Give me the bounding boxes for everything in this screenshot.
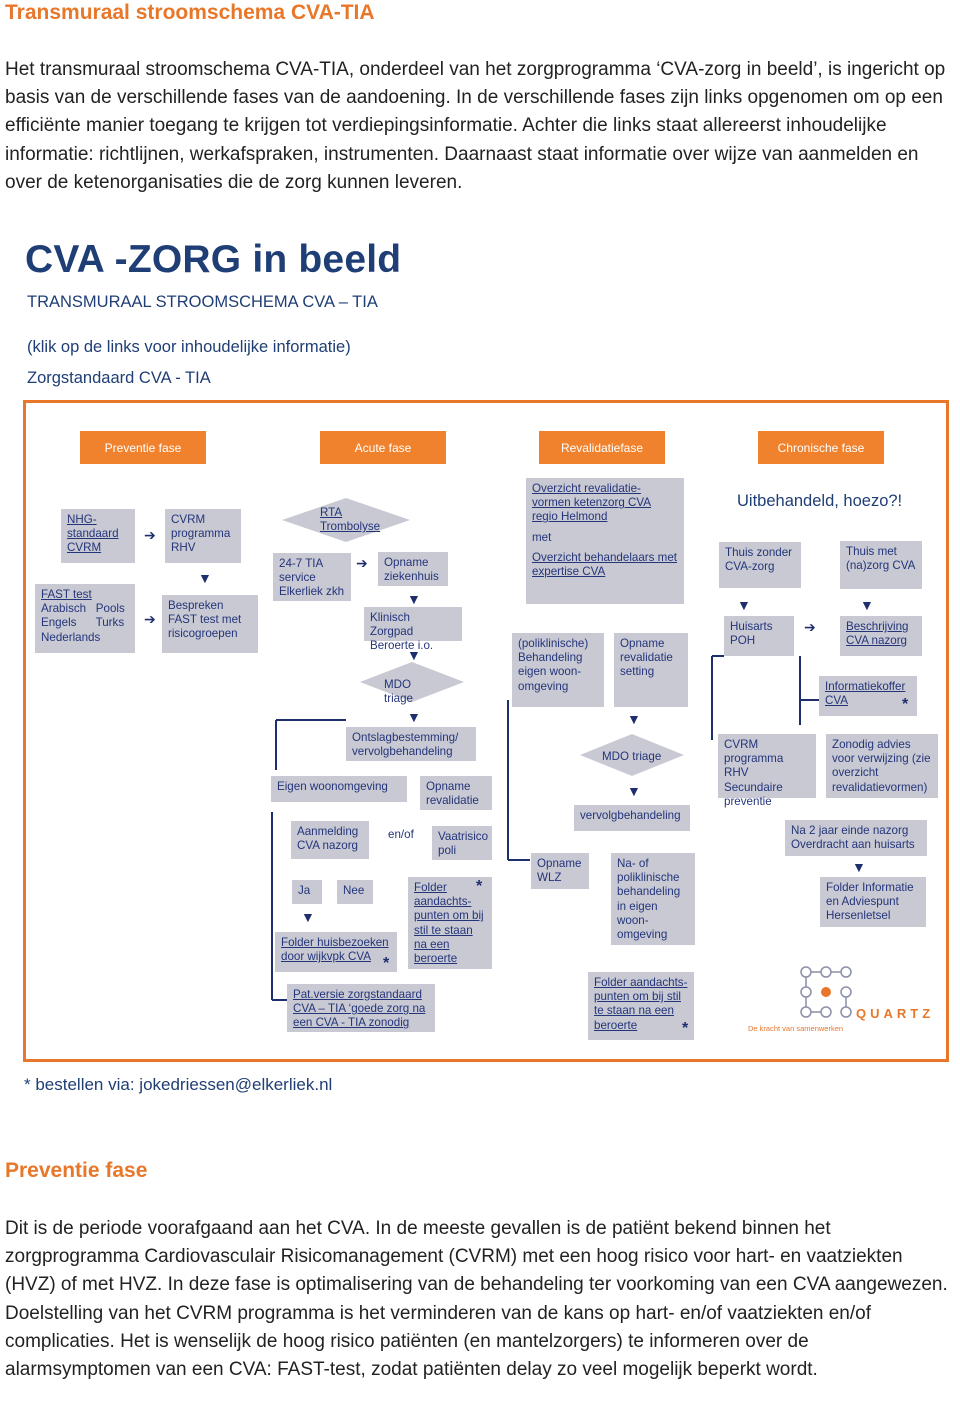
mdo-triage-label: MDO triage <box>384 678 414 706</box>
zorgstandaard-link[interactable]: Zorgstandaard CVA - TIA <box>27 369 211 387</box>
flowchart-frame <box>23 400 949 1062</box>
ja-box: Ja <box>292 880 322 904</box>
order-star-icon: * <box>902 696 909 713</box>
order-star-icon: * <box>383 955 390 972</box>
tia-service-box: 24-7 TIA service Elkerliek zkh <box>273 553 351 601</box>
order-star-icon: * <box>682 1020 689 1037</box>
folder-huisbezoeken-label: Folder huisbezoeken door wijkvpk CVA <box>281 936 389 964</box>
flow-lines <box>271 655 819 1001</box>
arrow-down-icon: ▼ <box>627 711 641 727</box>
figure-click-note: (klik op de links voor inhoudelijke info… <box>27 338 351 356</box>
thuis-met-box: Thuis met (na)zorg CVA <box>840 541 922 589</box>
vervolgbehandeling-box: vervolgbehandeling <box>574 805 690 831</box>
arrow-down-icon: ▼ <box>301 909 315 925</box>
opname-revalidatie-box: Opname revalidatie <box>420 776 492 810</box>
thuis-zonder-box: Thuis zonder CVA-zorg <box>719 542 801 588</box>
nhg-label: NHG-standaard CVRM <box>67 513 119 555</box>
opname-ziekenhuis-box: Opname ziekenhuis <box>378 552 448 586</box>
opname-wlz-box: Opname WLZ <box>531 853 589 889</box>
aanmelding-nazorg-box: Aanmelding CVA nazorg <box>291 821 369 859</box>
cvrm-programma-box: CVRM programma RHV <box>165 509 241 563</box>
folder-revalidatie-link[interactable]: Folder aandachts-punten om bij stil te s… <box>588 972 694 1040</box>
page-title: Transmuraal stroomschema CVA-TIA <box>5 1 375 24</box>
arrow-down-icon: ▼ <box>852 859 866 875</box>
folder-huisbezoeken-link[interactable]: Folder huisbezoeken door wijkvpk CVA <box>275 932 397 972</box>
phase-revalidatie: Revalidatiefase <box>539 431 665 464</box>
overzicht-behandelaars-link[interactable]: Overzicht behandelaars met expertise CVA <box>532 550 677 579</box>
met-label: met <box>532 530 552 544</box>
fast-languages: Arabisch Pools Engels Turks Nederlands <box>41 602 125 644</box>
figure-subheading: TRANSMURAAL STROOMSCHEMA CVA – TIA <box>27 293 378 311</box>
zonodig-advies-box: Zonodig advies voor verwijzing (zie over… <box>826 734 938 798</box>
phase-preventie: Preventie fase <box>80 431 206 464</box>
arrow-down-icon: ▼ <box>407 709 421 725</box>
beschrijving-nazorg-label: Beschrijving CVA nazorg <box>846 620 909 648</box>
phase-acute: Acute fase <box>320 431 446 464</box>
informatiekoffer-link[interactable]: Informatiekoffer CVA <box>819 676 917 716</box>
overzicht-revalidatie-box[interactable]: Overzicht revalidatie-vormen ketenzorg C… <box>526 478 684 604</box>
phase-chronisch: Chronische fase <box>758 431 884 464</box>
folder-hersenletsel-box: Folder Informatie en Adviespunt Hersenle… <box>820 877 926 927</box>
bespreken-fast-box: Bespreken FAST test met risicogroepen <box>162 595 258 653</box>
na-of-poliklinisch-box: Na- of poliklinische behandeling in eige… <box>611 853 695 945</box>
patientversie-link[interactable]: Pat.versie zorgstandaard CVA – TIA ‘goed… <box>287 984 435 1032</box>
logo-name: QUARTZ <box>856 1006 935 1021</box>
na-2-jaar-box: Na 2 jaar einde nazorg Overdracht aan hu… <box>785 820 927 856</box>
arrow-down-icon: ▼ <box>198 570 212 586</box>
folder-aandachtspunten-label: Folder aandachts-punten om bij stil te s… <box>414 881 484 966</box>
intro-paragraph: Het transmuraal stroomschema CVA-TIA, on… <box>5 59 946 193</box>
order-star-icon: * <box>476 878 483 895</box>
arrow-down-icon: ▼ <box>860 597 874 613</box>
section-title-preventie: Preventie fase <box>5 1159 148 1182</box>
huisarts-poh-box: Huisarts POH <box>724 616 794 656</box>
poliklinische-behandeling-box: (poliklinische) Behandeling eigen woon-o… <box>512 633 604 707</box>
arrow-down-icon: ▼ <box>627 783 641 799</box>
logo-tagline: De kracht van samenwerken <box>748 1024 844 1033</box>
fast-test-link[interactable]: FAST test <box>41 588 92 601</box>
quartz-logo-icon <box>800 966 852 1018</box>
figure-heading: CVA -ZORG in beeld <box>25 238 402 281</box>
ontslagbestemming-box: Ontslagbestemming/ vervolgbehandeling <box>346 727 476 761</box>
folder-aandachtspunten-link[interactable]: Folder aandachts-punten om bij stil te s… <box>408 877 492 969</box>
arrow-right-icon: ➔ <box>356 555 368 571</box>
opname-revalidatie-setting-box: Opname revalidatie setting <box>614 633 688 707</box>
arrow-right-icon: ➔ <box>144 527 156 543</box>
beschrijving-nazorg-link[interactable]: Beschrijving CVA nazorg <box>840 616 922 656</box>
informatiekoffer-label: Informatiekoffer CVA <box>825 680 906 708</box>
arrow-right-icon: ➔ <box>144 611 156 627</box>
nee-box: Nee <box>337 880 373 904</box>
rta-label: RTA Trombolyse <box>320 506 381 534</box>
overzicht-revalidatie-link[interactable]: Overzicht revalidatie-vormen ketenzorg C… <box>532 482 651 524</box>
klinisch-zorgpad-box: Klinisch Zorgpad Beroerte i.o. <box>364 607 462 652</box>
vaatrisico-poli-box: Vaatrisico poli <box>432 826 492 860</box>
preventie-paragraph: Dit is de periode voorafgaand aan het CV… <box>5 1218 948 1381</box>
uitbehandeld-heading: Uitbehandeld, hoezo?! <box>737 492 903 510</box>
eigen-woonomgeving-box: Eigen woonomgeving <box>271 776 407 802</box>
en-of-label: en/of <box>388 828 414 841</box>
mdo-triage-diamond <box>360 662 464 702</box>
rta-diamond <box>282 498 410 542</box>
arrow-down-icon: ▼ <box>407 591 421 607</box>
cvrm-secundaire-box: CVRM programma RHV Secundaire preventie <box>718 734 816 808</box>
patientversie-label: Pat.versie zorgstandaard CVA – TIA ‘goed… <box>293 988 426 1030</box>
arrow-down-icon: ▼ <box>737 597 751 613</box>
arrow-down-icon: ▼ <box>407 647 421 663</box>
mdo-triage-diamond <box>580 734 684 776</box>
rta-link[interactable]: RTA Trombolyse <box>314 502 384 538</box>
nhg-standaard-link[interactable]: NHG-standaard CVRM <box>61 509 135 563</box>
order-note: * bestellen via: jokedriessen@elkerliek.… <box>24 1075 333 1094</box>
mdo-triage-label: MDO triage <box>602 750 662 763</box>
arrow-right-icon: ➔ <box>804 619 816 635</box>
folder-revalidatie-label: Folder aandachts-punten om bij stil te s… <box>594 976 688 1032</box>
